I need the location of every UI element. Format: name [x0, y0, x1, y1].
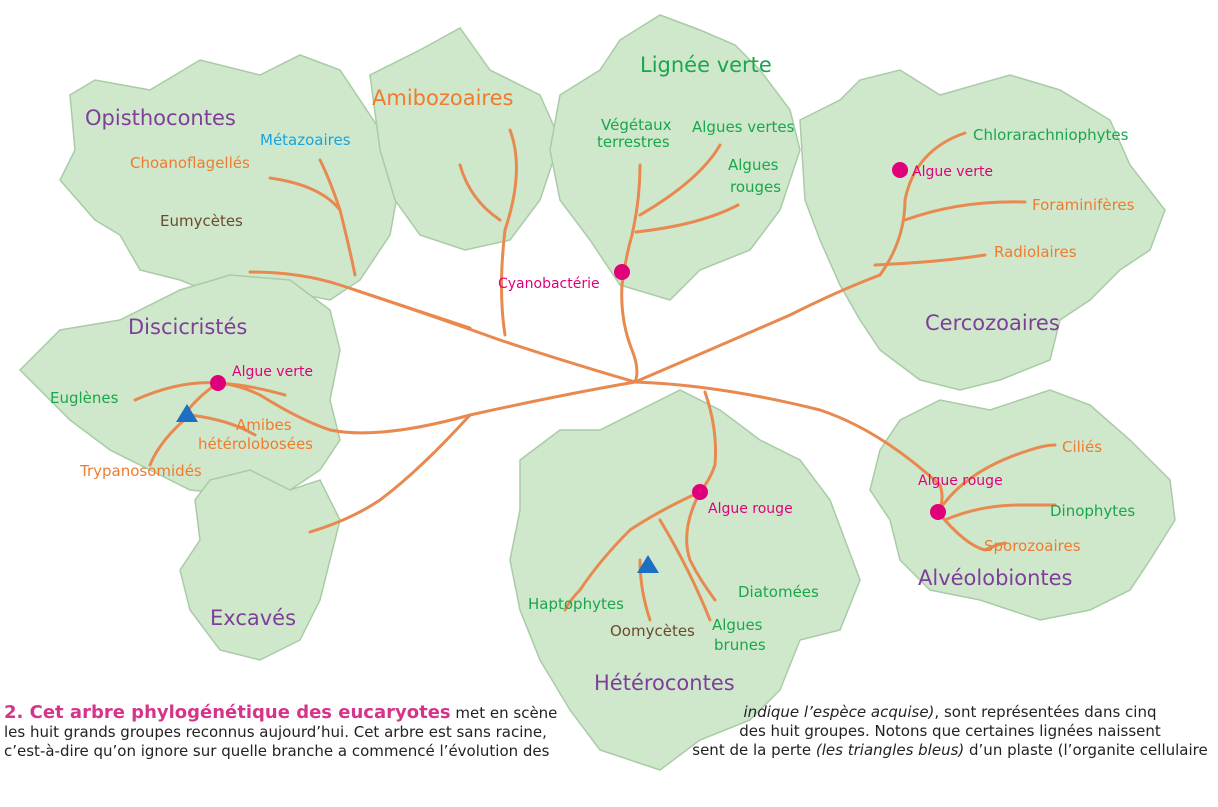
group-lignee-verte: Lignée verte — [640, 53, 772, 77]
taxon-sporozoaires: Sporozoaires — [984, 537, 1081, 555]
loss-triangle-icon — [637, 555, 659, 573]
acquisition-marker — [930, 504, 946, 520]
markers — [176, 162, 946, 573]
caption-left-column: 2. Cet arbre phylogénétique des eucaryot… — [4, 703, 644, 761]
marker-label-algue-verte: Algue verte — [912, 164, 993, 180]
marker-label-algue-rouge: Algue rouge — [918, 473, 1003, 489]
branches — [133, 128, 1057, 622]
caption-line: des huit groupes. Notons que certaines l… — [739, 722, 1161, 740]
leaf-amibozoaires — [369, 27, 561, 251]
taxon-diatomees: Diatomées — [738, 583, 819, 601]
taxon-trypanosomides: Trypanosomidés — [79, 462, 202, 480]
taxon-amibes-line1: Amibes — [236, 416, 292, 434]
marker-label-cyanobacterie: Cyanobactérie — [498, 276, 600, 292]
taxa-labels: Métazoaires Choanoflagellés Eumycètes Vé… — [50, 116, 1135, 654]
caption-line: c’est-à-dire qu’on ignore sur quelle bra… — [4, 742, 550, 760]
caption-text: sent de la perte — [692, 741, 816, 759]
acquisition-marker — [210, 375, 226, 391]
leaf-excaves — [179, 469, 341, 661]
taxon-haptophytes: Haptophytes — [528, 595, 624, 613]
leaf-lignee-verte — [549, 14, 801, 301]
group-alveolobiontes: Alvéolobiontes — [918, 566, 1073, 590]
caption-italic: indique l’espèce acquise) — [743, 703, 935, 721]
group-heterocontes: Hétérocontes — [594, 671, 735, 695]
marker-label-algue-rouge: Algue rouge — [708, 501, 793, 517]
taxon-dinophytes: Dinophytes — [1050, 502, 1135, 520]
caption-text: , sont représentées dans cinq — [934, 703, 1157, 721]
taxon-amibes-line2: hétérolobosées — [198, 435, 313, 453]
caption-text: met en scène — [450, 704, 558, 722]
caption-text: d’un plaste (l’organite cellulaire — [964, 741, 1208, 759]
taxon-foraminiferes: Foraminifères — [1032, 196, 1135, 214]
loss-triangle-icon — [176, 404, 198, 422]
acquisition-marker — [614, 264, 630, 280]
taxon-metazoaires: Métazoaires — [260, 131, 351, 149]
marker-label-algue-verte: Algue verte — [232, 364, 313, 380]
taxon-vegetaux-line2: terrestres — [597, 133, 670, 151]
figure-caption: 2. Cet arbre phylogénétique des eucaryot… — [0, 697, 1218, 807]
leaf-cercozoaires — [799, 69, 1166, 391]
group-discicristes: Discicristés — [128, 315, 247, 339]
caption-title: 2. Cet arbre phylogénétique des eucaryot… — [4, 702, 451, 723]
taxon-algues-rouges-line2: rouges — [730, 178, 781, 196]
taxon-algues-brunes-line2: brunes — [714, 636, 766, 654]
group-excaves: Excavés — [210, 606, 296, 630]
taxon-radiolaires: Radiolaires — [994, 243, 1077, 261]
caption-right-column: indique l’espèce acquise), sont représen… — [650, 703, 1218, 760]
group-labels: Opisthocontes Amibozoaires Lignée verte … — [85, 53, 1073, 695]
group-opisthocontes: Opisthocontes — [85, 106, 236, 130]
taxon-algues-vertes: Algues vertes — [692, 118, 795, 136]
leaf-heterocontes — [509, 389, 861, 771]
taxon-cilies: Ciliés — [1062, 438, 1102, 456]
caption-italic: (les triangles bleus) — [815, 741, 965, 759]
group-cercozoaires: Cercozoaires — [925, 311, 1060, 335]
caption-line: les huit grands groupes reconnus aujourd… — [4, 723, 547, 741]
caption-line: sent de la perte (les triangles bleus) d… — [650, 741, 1218, 760]
caption-line: indique l’espèce acquise), sont représen… — [650, 703, 1218, 722]
marker-labels: Cyanobactérie Algue verte Algue verte Al… — [232, 164, 1003, 517]
caption-line: 2. Cet arbre phylogénétique des eucaryot… — [4, 703, 644, 723]
acquisition-marker — [692, 484, 708, 500]
acquisition-marker — [892, 162, 908, 178]
leaves — [18, 14, 1176, 771]
taxon-eumycetes: Eumycètes — [160, 212, 243, 230]
taxon-choanoflagelles: Choanoflagellés — [130, 154, 250, 172]
taxon-chlorarachniophytes: Chlorarachniophytes — [973, 126, 1129, 144]
group-amibozoaires: Amibozoaires — [372, 86, 513, 110]
taxon-euglenes: Euglènes — [50, 389, 119, 407]
leaf-opisthocontes — [59, 54, 401, 301]
taxon-algues-rouges-line1: Algues — [728, 156, 779, 174]
taxon-vegetaux-line1: Végétaux — [601, 116, 672, 134]
taxon-algues-brunes-line1: Algues — [712, 616, 763, 634]
taxon-oomycetes: Oomycètes — [610, 622, 695, 640]
